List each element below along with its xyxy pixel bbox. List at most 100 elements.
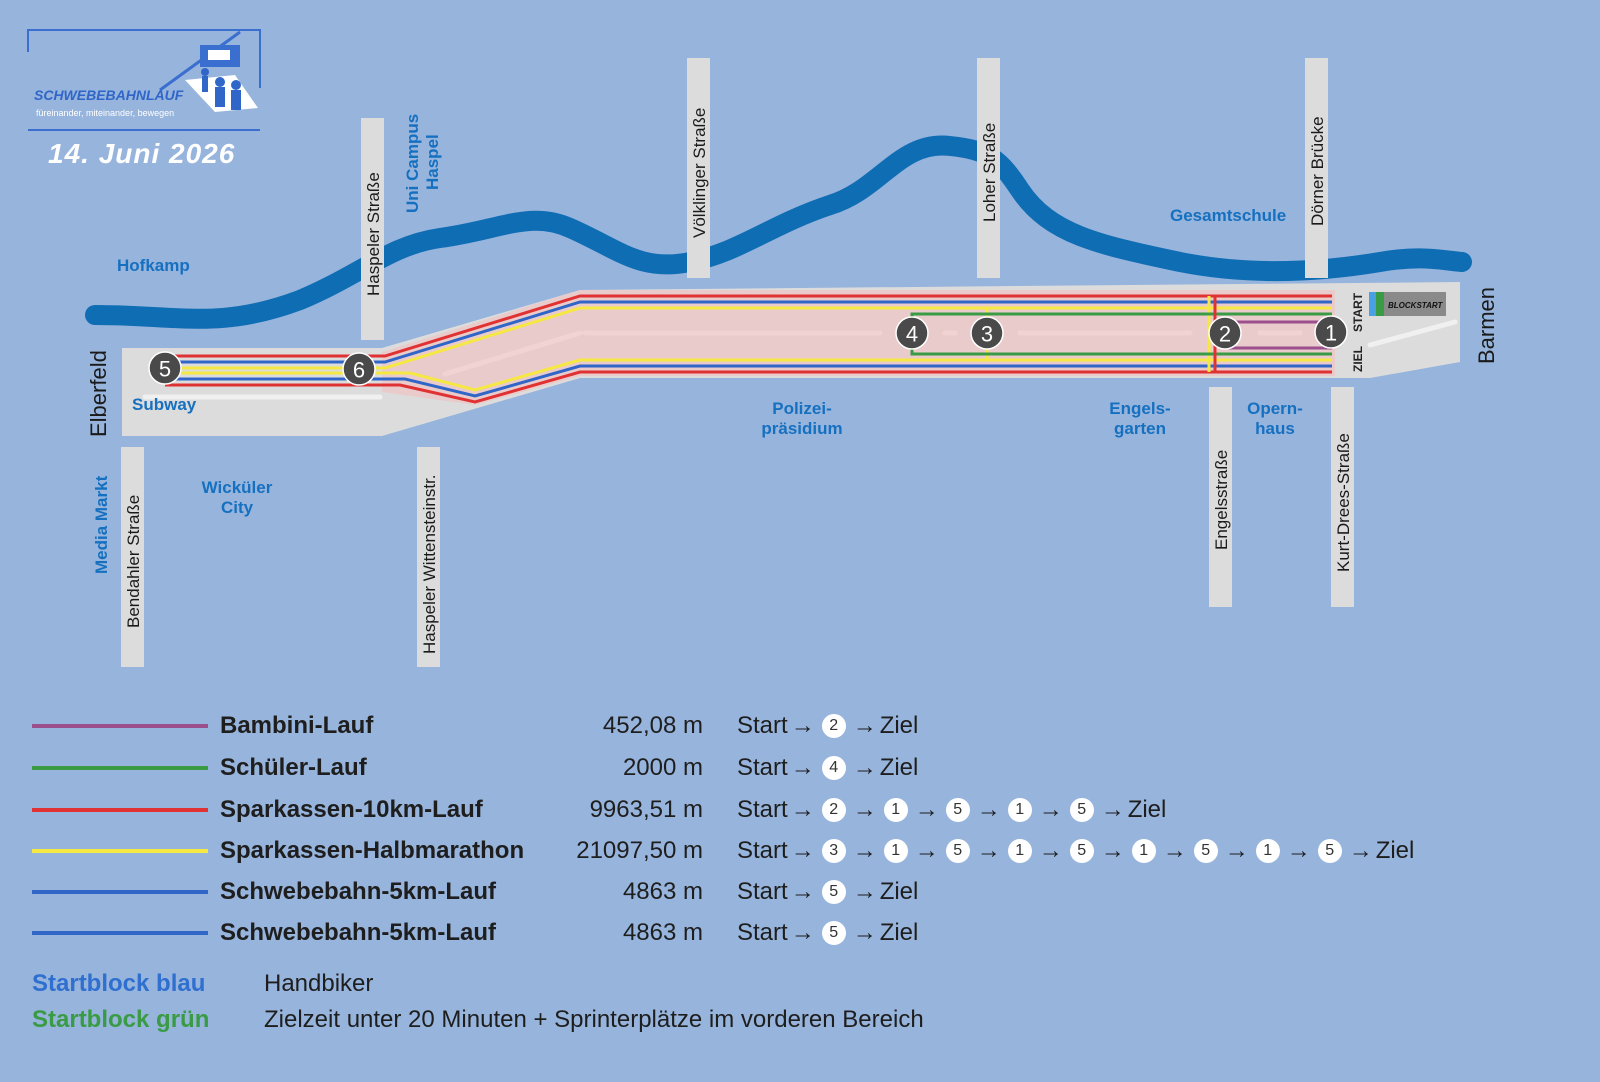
marker-5: 5 xyxy=(148,351,182,385)
seq-marker: 5 xyxy=(821,880,846,904)
race-distance: 21097,50 m xyxy=(576,837,703,864)
race-sequence: Start→4→Ziel xyxy=(737,754,918,782)
course-band xyxy=(382,290,1335,405)
arrow-icon: → xyxy=(914,837,939,864)
street-loher: Loher Straße xyxy=(980,123,999,222)
arrow-icon: → xyxy=(1162,837,1187,864)
seq-marker: 5 xyxy=(821,921,846,945)
marker-2: 2 xyxy=(1208,316,1242,350)
place-subway: Subway xyxy=(132,395,197,414)
race-name: Schüler-Lauf xyxy=(220,754,367,781)
seq-start: Start xyxy=(737,837,788,864)
arrow-icon: → xyxy=(1348,837,1373,864)
startblock-row: Startblock blau Handbiker xyxy=(32,970,373,998)
seq-ziel: Ziel xyxy=(879,712,919,739)
city-barmen: Barmen xyxy=(1474,287,1499,364)
city-elberfeld: Elberfeld xyxy=(86,350,111,437)
marker-6: 6 xyxy=(342,352,376,386)
start-area: START ZIEL BLOCKSTART xyxy=(1351,292,1446,372)
race-sequence: Start→2→Ziel xyxy=(737,712,918,740)
arrow-icon: → xyxy=(790,919,815,946)
legend-line xyxy=(32,766,208,770)
street-haspeler: Haspeler Straße xyxy=(364,172,383,296)
blockstart-label: BLOCKSTART xyxy=(1388,301,1443,310)
arrow-icon: → xyxy=(790,837,815,864)
race-name: Bambini-Lauf xyxy=(220,712,374,739)
place-engels-1: Engels- xyxy=(1109,399,1170,418)
seq-marker: 1 xyxy=(883,798,908,822)
svg-text:5: 5 xyxy=(159,357,171,382)
marker-4: 4 xyxy=(895,316,929,350)
seq-start: Start xyxy=(737,796,788,823)
svg-text:1: 1 xyxy=(1325,321,1337,346)
seq-marker: 5 xyxy=(945,798,970,822)
race-name: Schwebebahn-5km-Lauf xyxy=(220,919,497,946)
place-gesamtschule: Gesamtschule xyxy=(1170,206,1286,225)
seq-marker: 1 xyxy=(1255,839,1280,863)
place-engels-2: garten xyxy=(1114,419,1166,438)
seq-marker: 1 xyxy=(1007,798,1032,822)
seq-ziel: Ziel xyxy=(879,919,919,946)
place-opern-2: haus xyxy=(1255,419,1295,438)
legend-line xyxy=(32,890,208,894)
marker-1: 1 xyxy=(1314,315,1348,349)
street-kurtdrees: Kurt-Drees-Straße xyxy=(1334,433,1353,572)
race-distance: 9963,51 m xyxy=(589,796,703,823)
race-sequence: Start→5→Ziel xyxy=(737,919,918,947)
race-sequence: Start→2→1→5→1→5→Ziel xyxy=(737,796,1166,824)
startblock-label: Startblock blau xyxy=(32,970,206,997)
seq-marker: 5 xyxy=(945,839,970,863)
event-date: 14. Juni 2026 xyxy=(48,138,235,169)
arrow-icon: → xyxy=(1286,837,1311,864)
arrow-icon: → xyxy=(852,712,877,739)
seq-marker: 4 xyxy=(821,756,846,780)
marker-3: 3 xyxy=(970,316,1004,350)
arrow-icon: → xyxy=(914,796,939,823)
race-sequence: Start→3→1→5→1→5→1→5→1→5→Ziel xyxy=(737,837,1414,865)
arrow-icon: → xyxy=(1038,796,1063,823)
race-name: Sparkassen-10km-Lauf xyxy=(220,796,483,823)
place-polizei-1: Polizei- xyxy=(772,399,832,418)
seq-marker: 3 xyxy=(821,839,846,863)
street-voelklinger: Völklinger Straße xyxy=(690,108,709,238)
seq-marker: 2 xyxy=(821,798,846,822)
arrow-icon: → xyxy=(1224,837,1249,864)
startblock-desc: Handbiker xyxy=(264,970,374,997)
place-uni-2: Haspel xyxy=(423,134,442,190)
arrow-icon: → xyxy=(790,878,815,905)
place-wick-2: City xyxy=(221,498,254,517)
arrow-icon: → xyxy=(852,754,877,781)
seq-start: Start xyxy=(737,878,788,905)
place-wick-1: Wicküler xyxy=(202,478,273,497)
startblock-label: Startblock grün xyxy=(32,1006,210,1033)
arrow-icon: → xyxy=(790,796,815,823)
seq-marker: 1 xyxy=(1007,839,1032,863)
arrow-icon: → xyxy=(1038,837,1063,864)
seq-ziel: Ziel xyxy=(1127,796,1167,823)
street-doerner: Dörner Brücke xyxy=(1308,116,1327,226)
race-distance: 4863 m xyxy=(622,878,703,905)
legend-line xyxy=(32,931,208,935)
seq-start: Start xyxy=(737,919,788,946)
race-name: Schwebebahn-5km-Lauf xyxy=(220,878,497,905)
logo-tagline: füreinander, miteinander, bewegen xyxy=(36,108,174,118)
arrow-icon: → xyxy=(976,796,1001,823)
seq-ziel: Ziel xyxy=(879,754,919,781)
svg-text:2: 2 xyxy=(1219,322,1231,347)
place-hofkamp: Hofkamp xyxy=(117,256,190,275)
logo: SCHWEBEBAHNLAUF füreinander, miteinander… xyxy=(27,29,261,131)
seq-start: Start xyxy=(737,754,788,781)
svg-text:4: 4 xyxy=(906,322,918,347)
legend-line xyxy=(32,849,208,853)
ziel-label: ZIEL xyxy=(1351,346,1365,372)
svg-text:3: 3 xyxy=(981,322,993,347)
arrow-icon: → xyxy=(1100,837,1125,864)
arrow-icon: → xyxy=(852,919,877,946)
race-distance: 4863 m xyxy=(622,919,703,946)
seq-marker: 5 xyxy=(1069,798,1094,822)
arrow-icon: → xyxy=(790,754,815,781)
street-bendahler: Bendahler Straße xyxy=(124,495,143,628)
arrow-icon: → xyxy=(1100,796,1125,823)
